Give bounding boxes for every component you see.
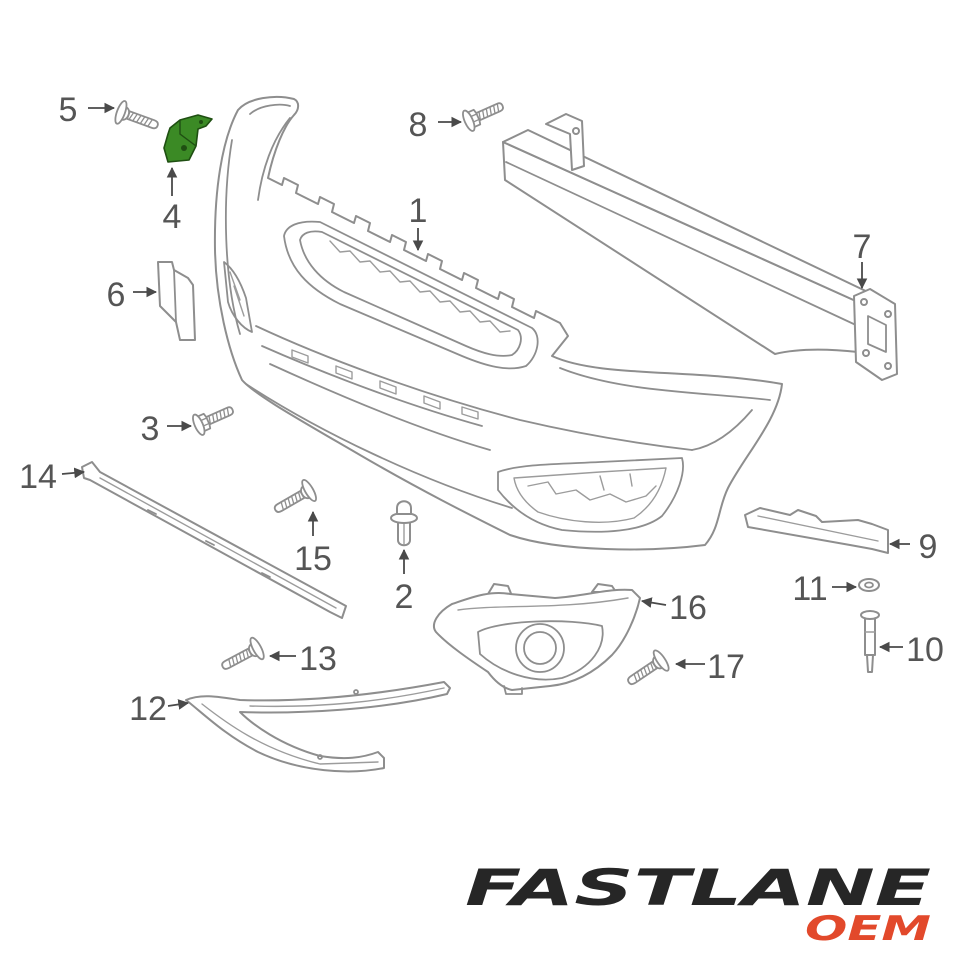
part-15-screw bbox=[268, 477, 320, 522]
logo-brand-text: FASTLANE bbox=[465, 859, 931, 917]
callout-7: 7 bbox=[853, 228, 872, 266]
part-13-screw bbox=[216, 635, 268, 679]
callout-8: 8 bbox=[409, 106, 428, 144]
part-5-screw bbox=[112, 98, 163, 138]
part-2-push-clip bbox=[390, 500, 418, 547]
callout-arrow-14 bbox=[61, 467, 86, 479]
part-14-lower-strip bbox=[81, 461, 347, 619]
callout-17: 17 bbox=[707, 648, 745, 686]
callout-16: 16 bbox=[669, 589, 707, 627]
callout-4: 4 bbox=[163, 198, 182, 236]
part-9-retainer bbox=[744, 507, 889, 554]
part-6-side-bracket bbox=[157, 261, 196, 341]
part-3-bolt bbox=[189, 398, 238, 438]
part-7-reinforcement-bar bbox=[502, 113, 898, 381]
callout-9: 9 bbox=[919, 528, 938, 566]
callout-14: 14 bbox=[19, 458, 57, 496]
callout-15: 15 bbox=[294, 540, 332, 578]
callout-5: 5 bbox=[59, 91, 78, 129]
callout-arrow-12 bbox=[167, 699, 190, 710]
callout-2: 2 bbox=[395, 578, 414, 616]
callout-10: 10 bbox=[906, 631, 944, 669]
logo-sub-text: OEM bbox=[805, 909, 931, 949]
callout-arrow-16 bbox=[640, 597, 667, 608]
callout-6: 6 bbox=[107, 276, 126, 314]
part-17-screw bbox=[621, 647, 673, 694]
callout-12: 12 bbox=[129, 690, 167, 728]
part-11-washer bbox=[858, 578, 880, 592]
part-4-bracket-highlighted bbox=[163, 114, 213, 163]
part-10-rivet bbox=[860, 610, 880, 673]
callout-1: 1 bbox=[409, 192, 428, 230]
part-8-bolt bbox=[459, 94, 508, 134]
part-12-lower-trim bbox=[185, 681, 451, 773]
callout-3: 3 bbox=[141, 410, 160, 448]
part-16-fog-lamp-bezel bbox=[433, 583, 641, 695]
part-1-bumper-cover bbox=[213, 95, 783, 551]
callout-11: 11 bbox=[792, 570, 827, 608]
brand-logo: FASTLANE OEM bbox=[465, 859, 931, 949]
callout-13: 13 bbox=[299, 640, 337, 678]
